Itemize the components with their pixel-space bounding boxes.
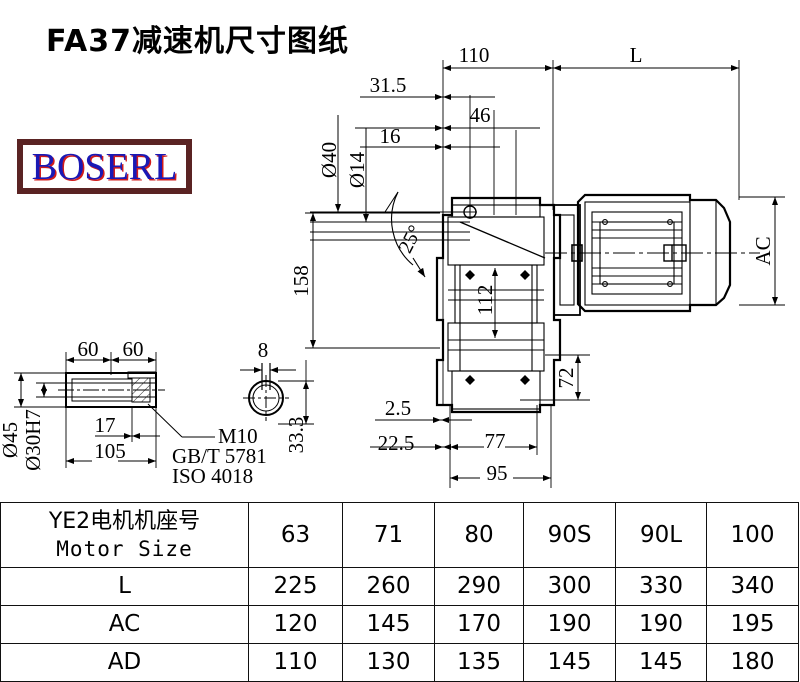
table-size-80: 80 <box>434 502 524 568</box>
page-title: FA37减速机尺寸图纸 <box>46 24 350 59</box>
cell-ad-90s: 145 <box>523 643 616 682</box>
cell-ac-90l: 190 <box>615 605 707 644</box>
cell-ad-80: 135 <box>434 643 524 682</box>
brand-logo: BOSERL <box>17 139 192 194</box>
note-m10: M10 <box>218 424 258 448</box>
dim-dia45: Ø45 <box>0 422 22 458</box>
note-iso: ISO 4018 <box>172 464 253 488</box>
dim-46: 46 <box>470 103 491 127</box>
table-header-label: YE2电机机座号 Motor Size <box>0 502 249 568</box>
cell-l-90s: 300 <box>523 567 616 606</box>
dim-112: 112 <box>473 285 497 316</box>
table-size-100: 100 <box>706 502 799 568</box>
motor-size-table: YE2电机机座号 Motor Size 63 71 80 90S 90L 100… <box>0 502 799 682</box>
dim-16: 16 <box>380 124 401 148</box>
dim-dia14: Ø14 <box>345 151 369 188</box>
dim-dia30h7: Ø30H7 <box>21 409 45 471</box>
dim-8: 8 <box>258 338 269 362</box>
cell-ac-80: 170 <box>434 605 524 644</box>
cell-ac-90s: 190 <box>523 605 616 644</box>
dim-110: 110 <box>459 43 490 67</box>
table-header-row: YE2电机机座号 Motor Size 63 71 80 90S 90L 100 <box>0 502 799 568</box>
cell-l-100: 340 <box>706 567 799 606</box>
note-gbt: GB/T 5781 <box>172 444 267 468</box>
row-label-ac: AC <box>0 605 249 644</box>
dim-77: 77 <box>485 429 506 453</box>
dim-60-b: 60 <box>123 337 144 361</box>
table-header-label-en: Motor Size <box>56 536 193 561</box>
dim-60-a: 60 <box>78 337 99 361</box>
cell-l-63: 225 <box>248 567 343 606</box>
dim-dia40: Ø40 <box>317 142 341 178</box>
row-label-l: L <box>0 567 249 606</box>
dim-2-5: 2.5 <box>385 396 411 420</box>
dim-72: 72 <box>554 368 578 389</box>
dim-AC: AC <box>751 236 775 265</box>
table-size-90l: 90L <box>615 502 707 568</box>
dim-31-5: 31.5 <box>370 73 407 97</box>
dim-105: 105 <box>94 439 126 463</box>
brand-logo-text: BOSERL <box>31 145 178 188</box>
dim-25deg: 25° <box>394 222 426 257</box>
cell-ad-90l: 145 <box>615 643 707 682</box>
dim-33-3: 33.3 <box>284 417 308 454</box>
cell-ad-100: 180 <box>706 643 799 682</box>
cell-l-80: 290 <box>434 567 524 606</box>
cell-l-71: 260 <box>342 567 435 606</box>
dim-95: 95 <box>487 461 508 485</box>
table-size-71: 71 <box>342 502 435 568</box>
table-row: AC 120 145 170 190 190 195 <box>0 605 799 644</box>
cell-ad-63: 110 <box>248 643 343 682</box>
dim-17: 17 <box>95 413 116 437</box>
cell-ad-71: 130 <box>342 643 435 682</box>
row-label-ad: AD <box>0 643 249 682</box>
dim-L: L <box>630 43 643 67</box>
table-row: L 225 260 290 300 330 340 <box>0 567 799 606</box>
table-size-63: 63 <box>248 502 343 568</box>
dim-158: 158 <box>289 265 313 297</box>
dim-22-5: 22.5 <box>378 431 415 455</box>
cell-ac-63: 120 <box>248 605 343 644</box>
cell-ac-71: 145 <box>342 605 435 644</box>
cell-l-90l: 330 <box>615 567 707 606</box>
table-row: AD 110 130 135 145 145 180 <box>0 643 799 682</box>
cell-ac-100: 195 <box>706 605 799 644</box>
table-size-90s: 90S <box>523 502 616 568</box>
table-header-label-cn: YE2电机机座号 <box>48 509 201 535</box>
